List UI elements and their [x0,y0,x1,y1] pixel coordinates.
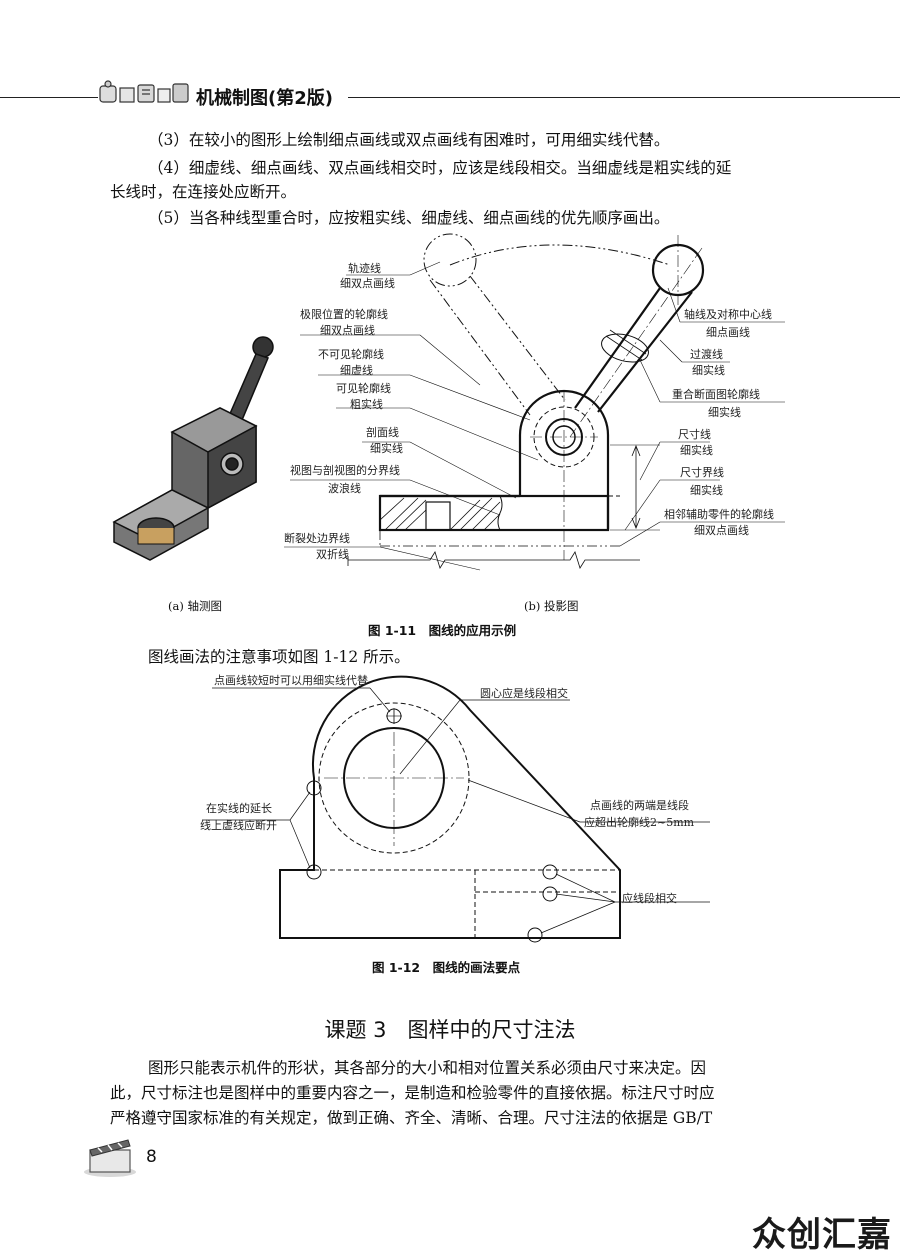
subcaption-b: (b) 投影图 [524,599,579,613]
header-logo-icon [99,80,189,103]
label-extension-break-2: 线上虚线应断开 [200,819,277,832]
label-break-line: 断裂处边界线 [284,532,350,545]
label-extension-break-1: 在实线的延长 [206,802,272,815]
label-limit-contour: 极限位置的轮廓线 [300,308,388,321]
intro-figure-1-12: 图线画法的注意事项如图 1-12 所示。 [148,648,410,666]
label-circle-center: 圆心应是线段相交 [480,687,568,700]
label-hidden-contour-type: 细虚线 [340,364,373,377]
section-text-line-2: 此，尺寸标注也是图样中的重要内容之一，是制造和检验零件的直接依据。标注尺寸时应 [110,1084,715,1102]
clapperboard-icon [84,1139,136,1177]
header-rule-right [348,97,900,98]
label-transition-line: 过渡线 [690,348,723,361]
label-adjacent-part: 相邻辅助零件的轮廓线 [664,508,774,521]
label-visible-contour-type: 粗实线 [350,398,383,411]
label-dash-dot-ends-2: 应超出轮廓线2~5mm [584,816,695,829]
label-dash-dot-ends-1: 点画线的两端是线段 [590,799,689,812]
paragraph-4-line-2: 长线时，在连接处应断开。 [110,183,297,201]
label-break-line-type: 双折线 [316,548,349,561]
projection-drawing-1-11 [284,233,785,571]
header-rule-left [0,97,98,98]
drawing-figure-1-12 [202,675,710,943]
label-visible-contour: 可见轮廓线 [336,382,391,395]
label-adjacent-part-type: 细双点画线 [694,524,749,537]
label-axis-line: 轴线及对称中心线 [684,308,772,321]
label-dimension-line: 尺寸线 [678,428,711,441]
label-limit-contour-type: 细双点画线 [320,324,375,337]
label-trajectory-type: 细双点画线 [340,277,395,290]
page-number: 8 [146,1147,157,1167]
paragraph-5: （5）当各种线型重合时，应按粗实线、细虚线、细点画线的优先顺序画出。 [148,209,670,227]
label-extension-line: 尺寸界线 [680,466,724,479]
section-text-line-1: 图形只能表示机件的形状，其各部分的大小和相对位置关系必须由尺寸来决定。因 [148,1059,707,1077]
label-hidden-contour: 不可见轮廓线 [318,348,384,361]
label-overlap-section: 重合断面图轮廓线 [672,388,760,401]
label-transition-line-type: 细实线 [692,364,725,377]
label-boundary-type: 波浪线 [328,482,361,495]
paragraph-3: （3）在较小的图形上绘制细点画线或双点画线有困难时，可用细实线代替。 [148,131,670,149]
paragraph-4-line-1: （4）细虚线、细点画线、双点画线相交时，应该是线段相交。当细虚线是粗实线的延 [148,159,732,177]
section-title: 课题 3 图样中的尺寸注法 [324,1018,576,1042]
label-segments-intersect: 应线段相交 [622,892,677,905]
label-short-dash-dot: 点画线较短时可以用细实线代替 [214,674,368,687]
label-overlap-section-type: 细实线 [708,406,741,419]
label-axis-line-type: 细点画线 [706,326,750,339]
label-section-line-type: 细实线 [370,442,403,455]
caption-figure-1-11: 图 1-11 图线的应用示例 [368,623,517,638]
book-title: 机械制图(第2版) [196,88,333,109]
label-trajectory: 轨迹线 [348,262,381,275]
subcaption-a: (a) 轴测图 [168,599,222,613]
caption-figure-1-12: 图 1-12 图线的画法要点 [372,960,521,975]
label-dimension-line-type: 细实线 [680,444,713,457]
label-section-line: 剖面线 [366,426,399,439]
section-text-line-3: 严格遵守国家标准的有关规定，做到正确、齐全、清晰、合理。尺寸注法的依据是 GB/… [110,1109,713,1127]
label-extension-line-type: 细实线 [690,484,723,497]
isometric-drawing [112,336,274,561]
label-boundary: 视图与剖视图的分界线 [290,464,400,477]
watermark: 众创汇嘉 [752,1215,892,1255]
